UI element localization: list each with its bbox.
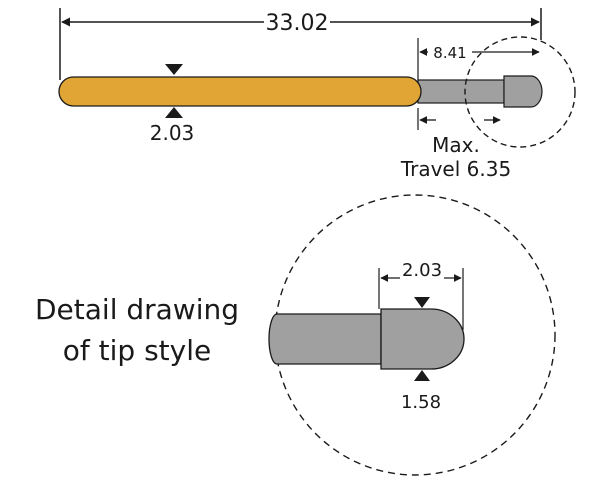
- detail-caption-line2: of tip style: [63, 334, 211, 367]
- detail-tip-diameter-label: 2.03: [402, 260, 442, 281]
- detail-tip-diameter-dimension: 2.03: [378, 260, 464, 330]
- tip-section-dimension: 8.41: [417, 38, 540, 80]
- plunger-shaft: [417, 79, 505, 104]
- detail-caption-line1: Detail drawing: [35, 293, 239, 326]
- plunger-tip: [503, 75, 543, 108]
- probe-body: [58, 75, 543, 108]
- detail-plunger-diameter-label: 1.58: [401, 392, 441, 413]
- detail-circle: [274, 194, 556, 476]
- barrel: [58, 76, 422, 107]
- tip-section-length-label: 8.41: [433, 44, 466, 62]
- travel-label-line1: Max.: [432, 133, 480, 157]
- travel-label-line2: Travel 6.35: [400, 157, 511, 181]
- overall-dimension: 33.02: [59, 8, 542, 80]
- barrel-diameter-dimension: 2.03: [150, 64, 195, 145]
- barrel-diameter-label: 2.03: [150, 121, 195, 145]
- detail-plunger-shaft: [268, 313, 382, 365]
- detail-plunger-diameter-dimension: 1.58: [401, 297, 441, 413]
- detail-tip: [268, 308, 465, 370]
- detail-callout-circle: [464, 36, 576, 148]
- travel-dimension: Max. Travel 6.35: [400, 108, 511, 181]
- overall-length-label: 33.02: [266, 11, 329, 36]
- detail-tip-head: [380, 308, 465, 370]
